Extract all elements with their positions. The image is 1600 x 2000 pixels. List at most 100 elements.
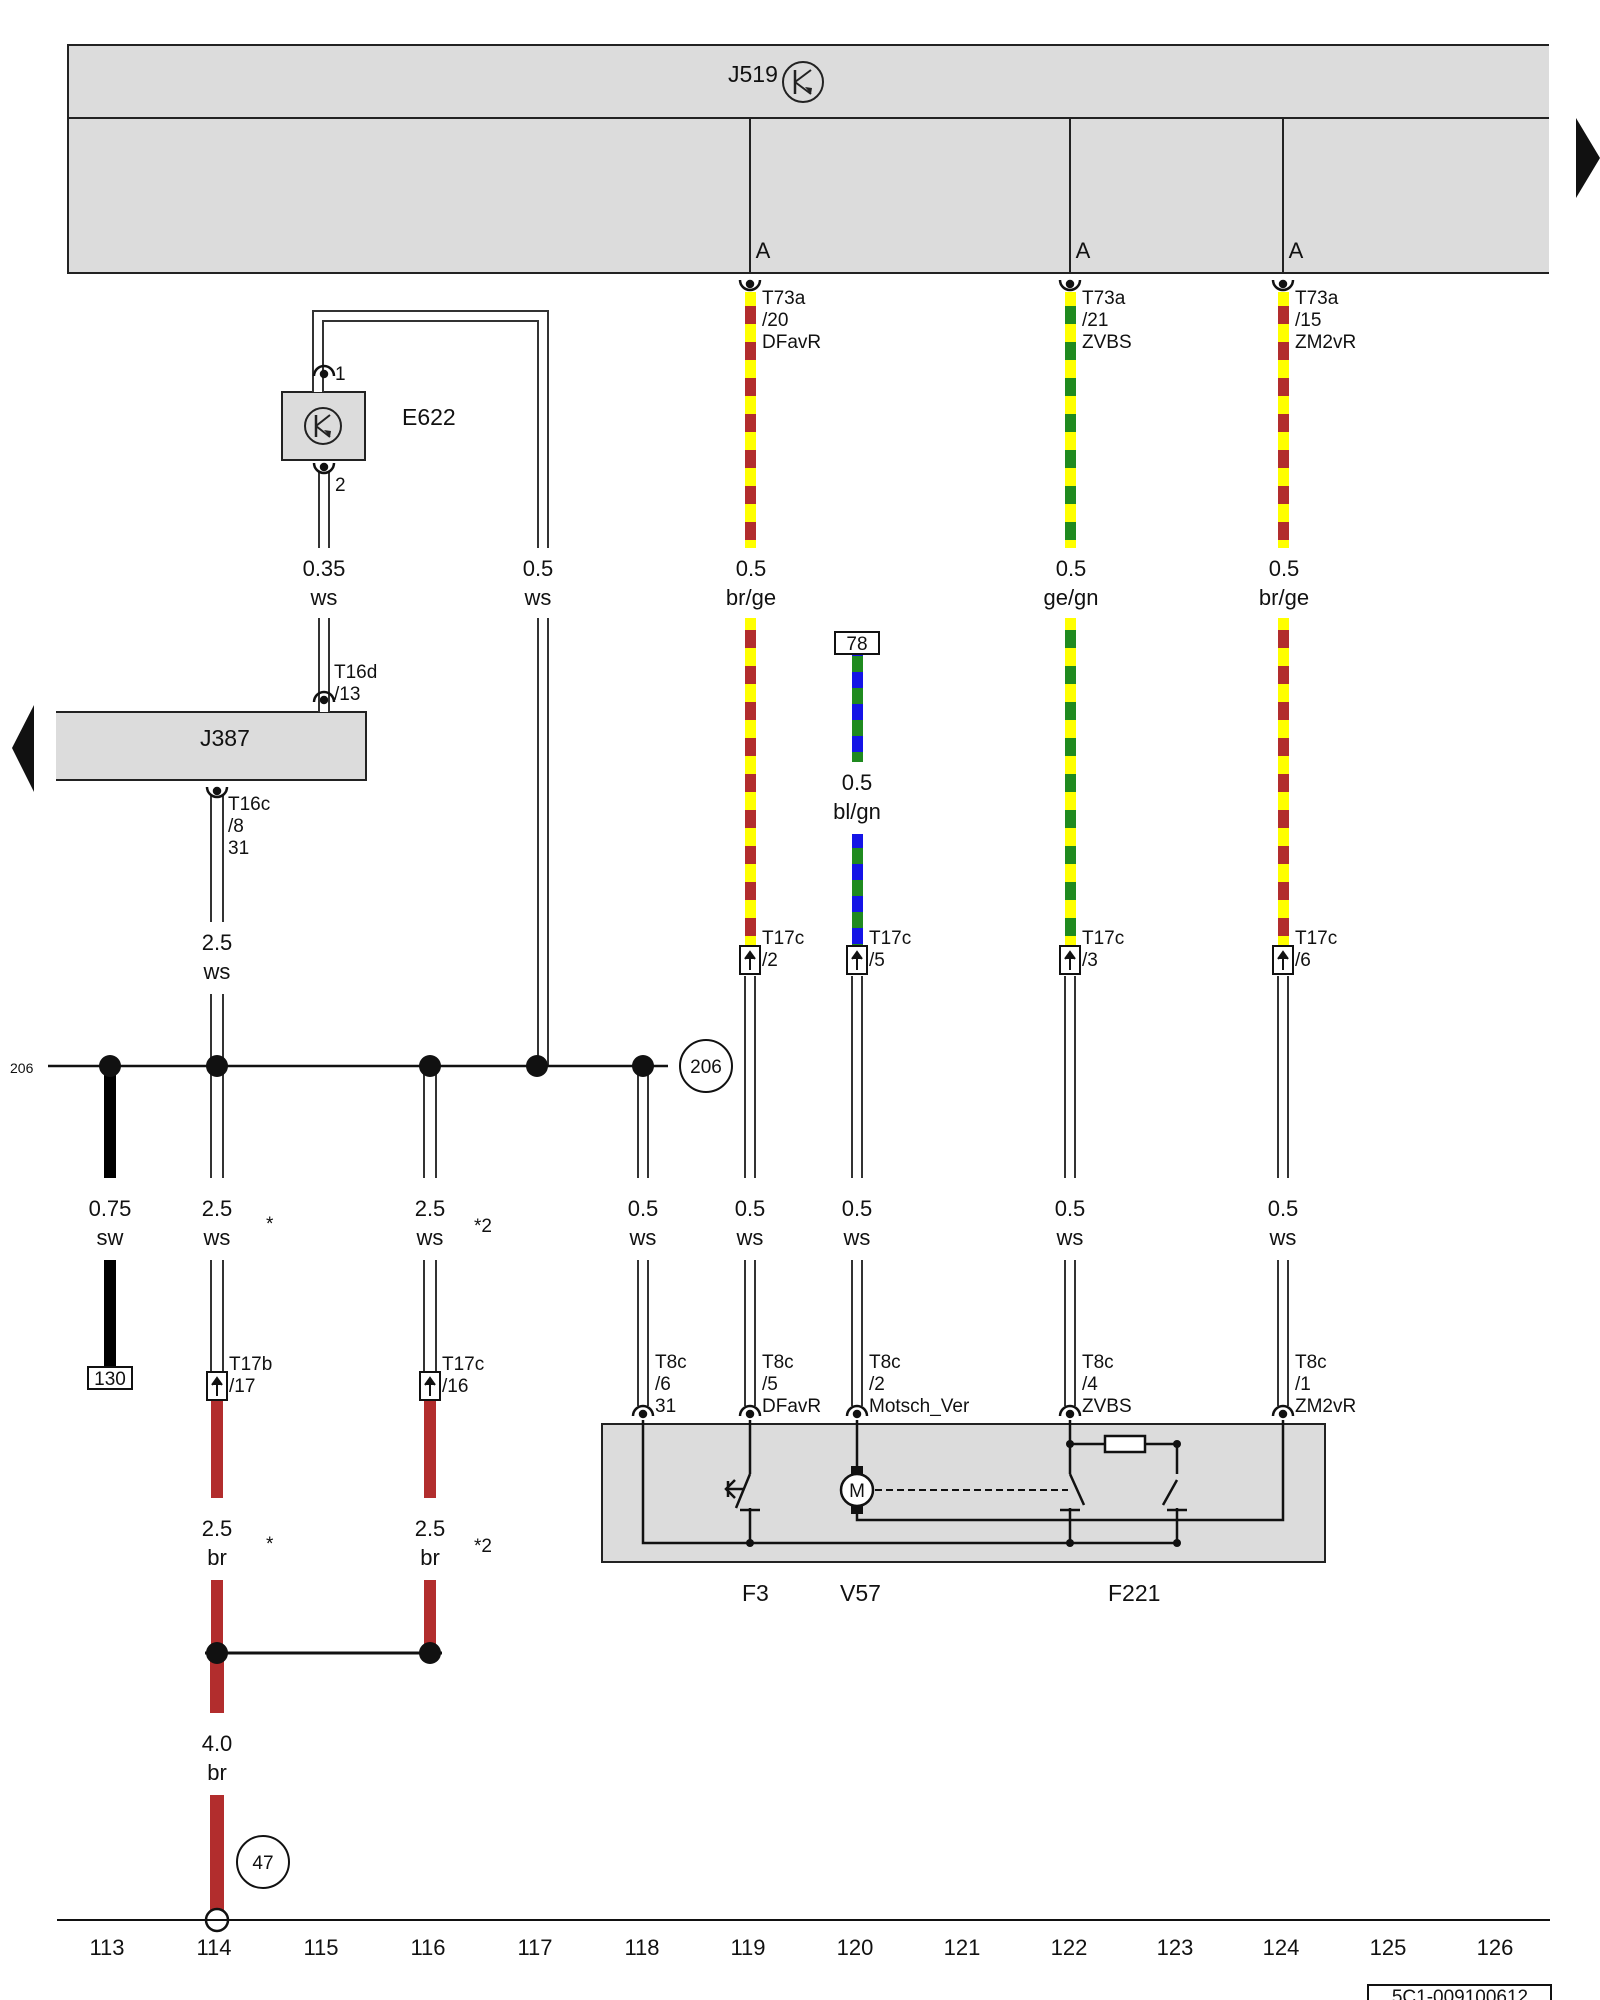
ruler-number: 120 xyxy=(837,1935,874,1960)
footnote-marker: * xyxy=(266,1214,274,1235)
continue-left-arrow[interactable] xyxy=(12,705,34,792)
junction xyxy=(1173,1440,1181,1448)
wire-color-label: ws xyxy=(629,1225,657,1250)
wire-color-label: ws xyxy=(203,1225,231,1250)
plug-socket-icon xyxy=(312,690,336,705)
plug-socket-icon xyxy=(1058,1404,1082,1419)
ruler-number: 123 xyxy=(1157,1935,1194,1960)
e622-pin-2: 2 xyxy=(335,475,346,496)
ruler-number: 125 xyxy=(1370,1935,1407,1960)
motor-symbol: M xyxy=(849,1481,865,1502)
junction xyxy=(1066,1539,1074,1547)
wire-color-label: br xyxy=(207,1760,227,1785)
reference-78-label: 78 xyxy=(846,634,867,655)
line-reference-206: 206 xyxy=(10,1060,34,1076)
wire-labels: 0.35 ws 0.5 ws 0.5 br/ge 0.5 ge/gn 0.5 b… xyxy=(89,556,1309,1785)
wire-size-label: 2.5 xyxy=(415,1196,446,1221)
junction xyxy=(99,1055,121,1077)
reference-circle-47[interactable] xyxy=(236,1835,290,1889)
junction xyxy=(419,1642,441,1664)
junction-dots xyxy=(99,1055,654,1664)
plug-socket-icon xyxy=(1058,279,1082,292)
reference-circle-206[interactable] xyxy=(679,1039,733,1093)
junction xyxy=(206,1642,228,1664)
wire-size-label: 0.5 xyxy=(523,556,554,581)
wire-color-label: ws xyxy=(1269,1225,1297,1250)
wire-color-label: br xyxy=(207,1545,227,1570)
wire-color-label: br/ge xyxy=(726,585,776,610)
wire-size-label: 0.5 xyxy=(735,1196,766,1221)
reference-box-78[interactable] xyxy=(834,631,880,655)
j519-label: J519 xyxy=(728,61,778,87)
plug-socket-icon xyxy=(845,1404,869,1419)
j387-label: J387 xyxy=(200,725,250,751)
wire-color-label: ws xyxy=(416,1225,444,1250)
wire-label-gaps xyxy=(76,548,1323,1795)
transistor-icon xyxy=(782,61,824,103)
j387-module-mask xyxy=(50,708,56,784)
plug-socket-icon xyxy=(312,462,336,475)
reference-206-label: 206 xyxy=(690,1057,722,1078)
wire-zvbs xyxy=(1065,292,1076,952)
arrow-icon xyxy=(424,1376,436,1396)
plug-socket-icon xyxy=(1271,279,1295,292)
wire-e622-loop xyxy=(314,312,547,1066)
e622-pin-1: 1 xyxy=(335,364,346,385)
pin-symbols xyxy=(205,279,1295,1419)
ruler-number: 113 xyxy=(89,1935,124,1960)
connector-label: T17c/5 xyxy=(869,928,911,971)
wire-size-label: 0.5 xyxy=(1269,556,1300,581)
reference-box-130[interactable] xyxy=(87,1366,133,1390)
motor-brush xyxy=(851,1506,863,1514)
arrow-icon xyxy=(744,950,756,970)
e622-sensor: E622 1 2 xyxy=(281,364,456,496)
wire-zm2vr xyxy=(1278,292,1289,952)
wire-size-label: 0.75 xyxy=(89,1196,132,1221)
wire-size-label: 4.0 xyxy=(202,1731,233,1756)
reference-130-label: 130 xyxy=(94,1369,126,1390)
j519-module: J519 A A A xyxy=(67,40,1561,280)
connector-label: T17c/3 xyxy=(1082,928,1124,971)
f221-label: F221 xyxy=(1108,1580,1160,1606)
connector-label: T17c/16 xyxy=(442,1354,484,1397)
arrow-icon xyxy=(1064,950,1076,970)
wire-size-label: 0.5 xyxy=(842,770,873,795)
footnote-marker: *2 xyxy=(474,1536,492,1557)
ruler-number: 114 xyxy=(196,1935,231,1960)
junction xyxy=(746,1539,754,1547)
j387-module: J387 xyxy=(50,708,367,784)
wire-color-label: ws xyxy=(843,1225,871,1250)
footnote-marker: * xyxy=(266,1534,274,1555)
document-id-box xyxy=(1367,1984,1552,2000)
wire-size-label: 0.5 xyxy=(1055,1196,1086,1221)
wire-color-label: sw xyxy=(97,1225,124,1250)
ruler-number: 118 xyxy=(624,1935,659,1960)
wire-color-label: ws xyxy=(1056,1225,1084,1250)
plug-socket-icon xyxy=(738,279,762,292)
wire-size-label: 0.5 xyxy=(628,1196,659,1221)
plug-socket-icon xyxy=(205,786,229,799)
pin-label-a: A xyxy=(1076,238,1091,263)
wire-color-label: ws xyxy=(736,1225,764,1250)
pin-label-a: A xyxy=(1289,238,1304,263)
connector-label: T16d/13 xyxy=(334,662,377,705)
internal-wiring xyxy=(641,1420,1177,1545)
motor-brush xyxy=(851,1466,863,1474)
wire-color-label: ws xyxy=(524,585,552,610)
door-lock-unit: M xyxy=(601,1420,1326,1563)
transistor-icon xyxy=(304,407,342,445)
wire-size-label: 0.5 xyxy=(1056,556,1087,581)
plug-socket-icon xyxy=(631,1404,655,1419)
door-lock-unit-box xyxy=(601,1423,1326,1563)
arrow-icon xyxy=(1277,950,1289,970)
wire-size-label: 2.5 xyxy=(202,1196,233,1221)
continue-right-arrow[interactable] xyxy=(1576,118,1600,198)
wire-color-label: br xyxy=(420,1545,440,1570)
resistor-icon xyxy=(1103,1434,1147,1454)
plug-socket-icon xyxy=(1271,1404,1295,1419)
